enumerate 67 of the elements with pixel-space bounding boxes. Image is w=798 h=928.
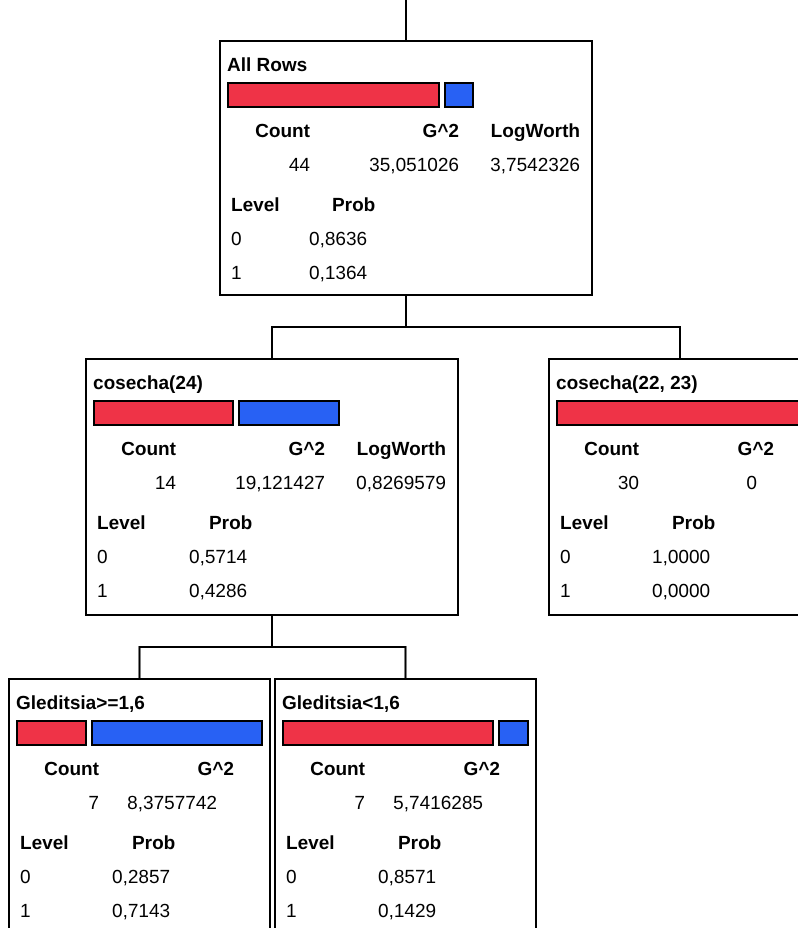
column-header: Level [20,834,69,853]
column-header: Level [286,834,335,853]
stat-value: 7 [88,794,99,813]
level-value: 1 [20,902,31,921]
node-box [274,678,537,928]
node-title: Gleditsia<1,6 [282,694,400,713]
probability-value: 0,2857 [112,868,170,887]
probability-value: 0,5714 [189,548,248,567]
column-header: LogWorth [356,440,446,459]
column-header: LogWorth [490,122,580,141]
probability-value: 0,0000 [652,582,710,601]
level-value: 0 [231,230,242,249]
node-box [219,40,593,296]
stat-value: 8,3757742 [127,794,217,813]
column-header: Prob [209,514,252,533]
node-box [548,358,798,616]
connector-line [405,296,681,358]
column-header: G^2 [288,440,325,459]
stat-value: 19,121427 [235,474,325,493]
level-value: 1 [560,582,571,601]
node-title: All Rows [227,56,308,75]
level-value: 0 [20,868,31,887]
probability-value: 0,4286 [189,582,248,601]
column-header: G^2 [198,760,234,779]
column-header: Prob [332,196,376,215]
column-header: G^2 [464,760,500,779]
node-box [8,678,271,928]
stat-value: 0,8269579 [356,474,446,493]
probability-value: 0,7143 [112,902,170,921]
column-header: Level [560,514,609,533]
column-header: G^2 [738,440,774,459]
node-title: Gleditsia>=1,6 [16,694,145,713]
column-header: Level [97,514,146,533]
column-header: Prob [672,514,716,533]
column-header: Count [121,440,176,459]
column-header: Level [231,196,280,215]
node-box [85,358,459,616]
column-header: G^2 [422,122,459,141]
probability-value: 0,8636 [309,230,368,249]
stat-value: 35,051026 [369,156,459,175]
stat-value: 7 [354,794,365,813]
probability-value: 0,1429 [378,902,436,921]
connector-line [271,616,406,678]
probability-value: 0,1364 [309,264,368,283]
column-header: Count [255,122,310,141]
column-header: Count [584,440,639,459]
stat-value: 14 [154,474,176,493]
level-value: 0 [286,868,297,887]
stat-value: 0 [746,474,757,493]
stat-value: 30 [618,474,639,493]
connector-line [405,0,407,40]
level-value: 0 [560,548,571,567]
node-title: cosecha(22, 23) [556,374,698,393]
stat-value: 44 [288,156,310,175]
column-header: Count [310,760,365,779]
column-header: Prob [398,834,442,853]
probability-value: 1,0000 [652,548,710,567]
stat-value: 5,7416285 [393,794,483,813]
level-value: 1 [286,902,297,921]
stat-value: 3,7542326 [490,156,580,175]
level-value: 1 [231,264,242,283]
node-title: cosecha(24) [93,374,203,393]
level-value: 0 [97,548,108,567]
column-header: Prob [132,834,176,853]
probability-value: 0,8571 [378,868,436,887]
level-value: 1 [97,582,108,601]
column-header: Count [44,760,99,779]
